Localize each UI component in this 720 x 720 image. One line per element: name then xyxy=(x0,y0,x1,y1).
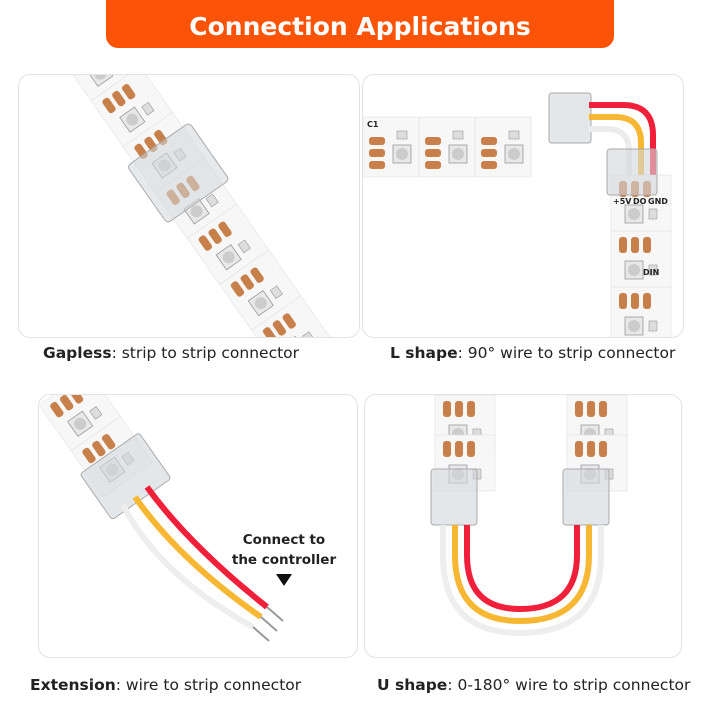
strip-label: DO xyxy=(633,197,647,206)
panel-extension xyxy=(38,394,358,658)
gapless-illustration xyxy=(58,75,334,337)
strip-label: +5V xyxy=(613,197,632,206)
panel-l-shape: C1 +5V DO GND DIN xyxy=(362,74,684,338)
panel-gapless xyxy=(18,74,360,338)
page-title: Connection Applications xyxy=(189,11,531,41)
strip-label: DIN xyxy=(643,268,659,277)
panel-u-shape xyxy=(364,394,682,658)
caption-u-shape: U shape: 0-180° wire to strip connector xyxy=(377,676,691,694)
strip-label: C1 xyxy=(367,120,379,129)
l-shape-illustration: C1 +5V DO GND DIN xyxy=(363,92,672,337)
caption-extension: Extension: wire to strip connector xyxy=(30,676,302,694)
extension-illustration xyxy=(39,395,284,642)
strip-label: GND xyxy=(648,197,668,206)
u-shape-illustration xyxy=(430,395,628,637)
title-banner: Connection Applications xyxy=(106,0,614,48)
caption-gapless: Gapless: strip to strip connector xyxy=(43,344,300,362)
arrow-down-icon xyxy=(276,574,292,586)
caption-l-shape: L shape: 90° wire to strip connector xyxy=(390,344,676,362)
